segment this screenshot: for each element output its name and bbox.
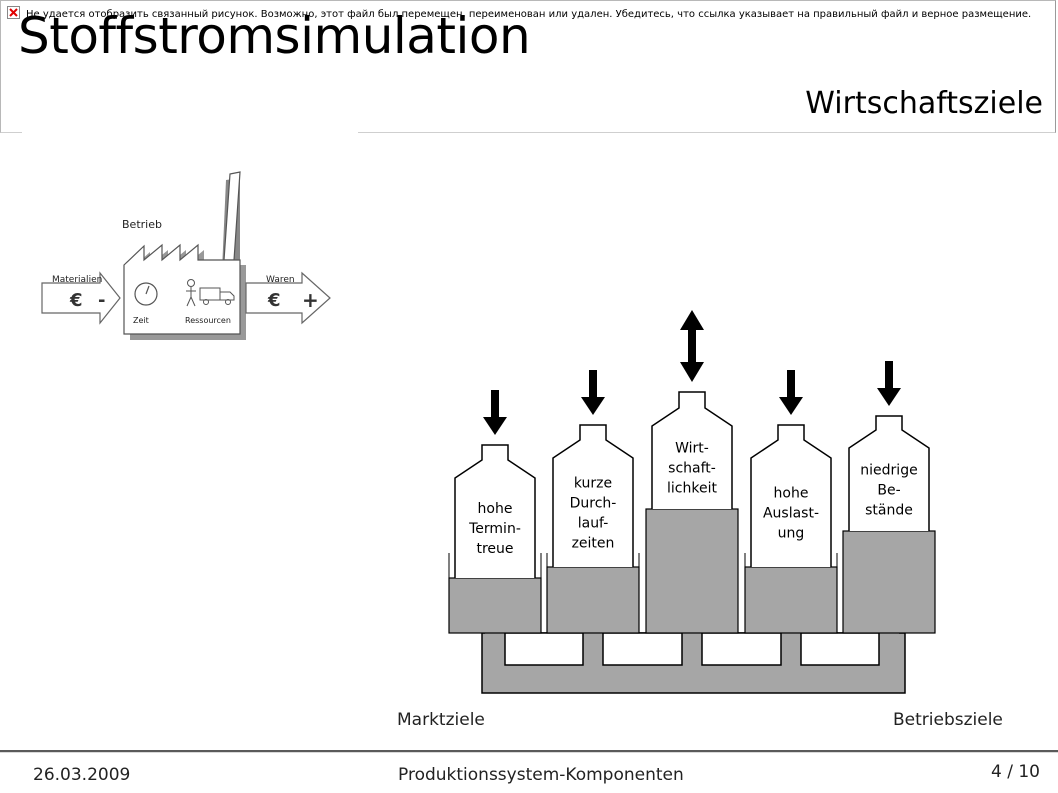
- goal-label: hohe: [774, 486, 809, 502]
- goal-label: Wirt-: [675, 441, 709, 457]
- fluid-level: [448, 577, 542, 634]
- goal-label: hohe: [478, 501, 513, 517]
- input-euro: €: [69, 290, 83, 311]
- pipe-neck: [485, 632, 505, 662]
- slide-title: Stoffstromsimulation: [18, 7, 531, 65]
- resources-label: Ressourcen: [185, 316, 231, 325]
- building: [123, 243, 241, 335]
- footer-divider: [0, 750, 1058, 752]
- pipe-gap: [504, 632, 584, 666]
- pipe-neck: [879, 632, 899, 662]
- goal-bottle: [552, 424, 634, 567]
- goal-label: stände: [865, 503, 913, 519]
- arrow-down-icon: [581, 397, 605, 415]
- pipe-gap: [800, 632, 880, 666]
- arrow-down-icon: [680, 362, 704, 382]
- goal-label: Be-: [877, 483, 900, 499]
- goal-label: zeiten: [572, 536, 615, 552]
- pipe-neck: [682, 632, 702, 662]
- arrow-down-icon: [779, 397, 803, 415]
- goal-bottle: [454, 444, 536, 578]
- goal-label: lauf-: [578, 516, 609, 532]
- goal-bottle: [651, 391, 733, 509]
- footer-date: 26.03.2009: [33, 765, 131, 785]
- input-arrow: [41, 271, 121, 325]
- pipe-gap: [701, 632, 782, 666]
- goal-bottle: [750, 424, 832, 567]
- arrow-up-icon: [680, 310, 704, 330]
- truck-icon: [199, 287, 235, 305]
- goal-label: Termin-: [468, 521, 521, 537]
- company-label: Betrieb: [122, 218, 162, 231]
- broken-image-icon: [7, 6, 20, 19]
- output-label: Waren: [266, 275, 295, 285]
- person-icon: [186, 279, 196, 307]
- arrow-down-shaft: [787, 370, 795, 400]
- pipe-gap: [602, 632, 683, 666]
- fluid-level: [744, 566, 838, 634]
- market-goals-label: Marktziele: [397, 710, 485, 730]
- input-minus: -: [98, 290, 105, 311]
- arrow-down-shaft: [589, 370, 597, 400]
- goal-label: schaft-: [668, 461, 716, 477]
- input-label: Materialien: [52, 275, 102, 285]
- arrow-down-shaft: [885, 361, 893, 391]
- time-label: Zeit: [133, 316, 149, 325]
- company-goals-label: Betriebsziele: [893, 710, 1003, 730]
- footer-divider-light: [0, 752, 1058, 753]
- output-plus: +: [302, 288, 319, 312]
- output-arrow: [245, 271, 331, 325]
- pipe-neck: [781, 632, 801, 662]
- arrow-down-icon: [483, 417, 507, 435]
- goal-label: ung: [778, 526, 805, 542]
- goal-label: lichkeit: [667, 481, 717, 497]
- factory-diagram: Betrieb Materialien € - Waren € + Zeit R…: [41, 171, 331, 340]
- arrow-both-shaft: [688, 324, 696, 366]
- arrow-down-icon: [877, 388, 901, 406]
- broken-linked-image: Не удается отобразить связанный рисунок.…: [0, 0, 1056, 133]
- goal-label: treue: [476, 541, 513, 557]
- output-euro: €: [267, 290, 281, 311]
- goal-label: Auslast-: [763, 506, 819, 522]
- fluid-level: [645, 508, 739, 634]
- white-strip: [22, 130, 358, 138]
- broken-image-message: Не удается отобразить связанный рисунок.…: [26, 9, 1032, 20]
- page-number: 4 / 10: [991, 762, 1040, 782]
- pipe-neck: [583, 632, 603, 662]
- goal-label: niedrige: [860, 463, 917, 479]
- goal-label: kurze: [574, 476, 612, 492]
- arrow-down-shaft: [491, 390, 499, 420]
- clock-icon: [134, 282, 158, 306]
- goal-bottle: [848, 415, 930, 531]
- footer-title: Produktionssystem-Komponenten: [398, 765, 684, 785]
- fluid-level: [546, 566, 640, 634]
- goal-label: Durch-: [570, 496, 617, 512]
- slide-subtitle: Wirtschaftsziele: [805, 86, 1043, 121]
- fluid-level: [842, 530, 936, 634]
